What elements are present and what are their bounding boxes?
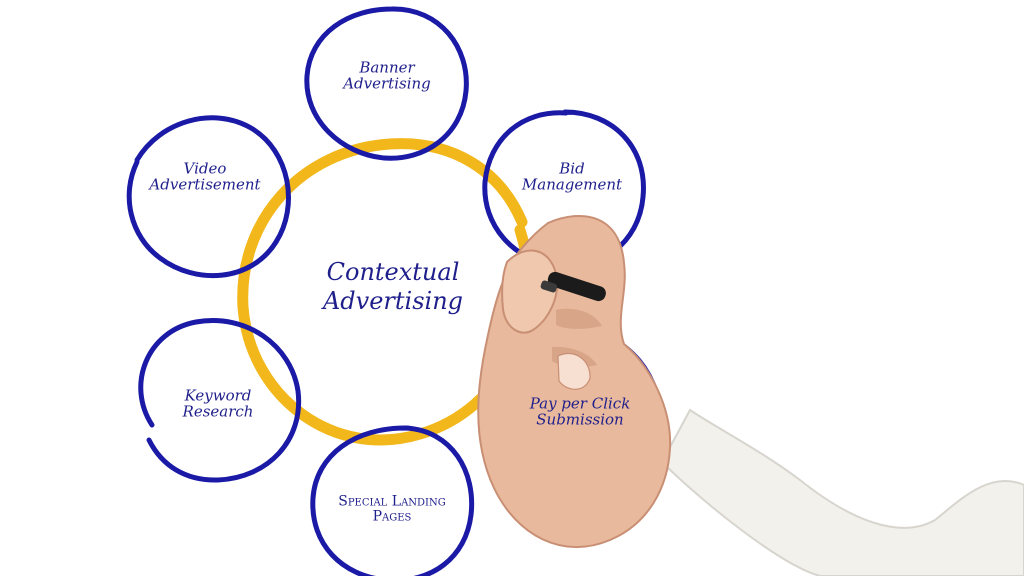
node-label-landing: Special Landing Pages — [338, 493, 446, 524]
node-label-ppc: Pay per Click Submission — [529, 394, 631, 428]
node-circle-banner — [304, 6, 469, 161]
thumb — [501, 249, 559, 334]
node-label-keyword: Keyword Research — [182, 386, 254, 420]
node-circle-keyword — [138, 318, 302, 483]
node-label-video: Video Advertisement — [149, 159, 261, 193]
hand-illustration — [477, 215, 1024, 577]
marker-tip — [540, 280, 558, 293]
knuckle-fold-1 — [556, 308, 602, 329]
node-label-banner: Banner Advertising — [343, 58, 431, 92]
node-label-bid: Bid Management — [521, 159, 623, 193]
center-label: Contextual Advertising — [322, 258, 464, 315]
nail — [557, 352, 591, 390]
sleeve — [660, 408, 1024, 577]
node-circle-video — [126, 115, 291, 279]
marker — [547, 271, 606, 302]
